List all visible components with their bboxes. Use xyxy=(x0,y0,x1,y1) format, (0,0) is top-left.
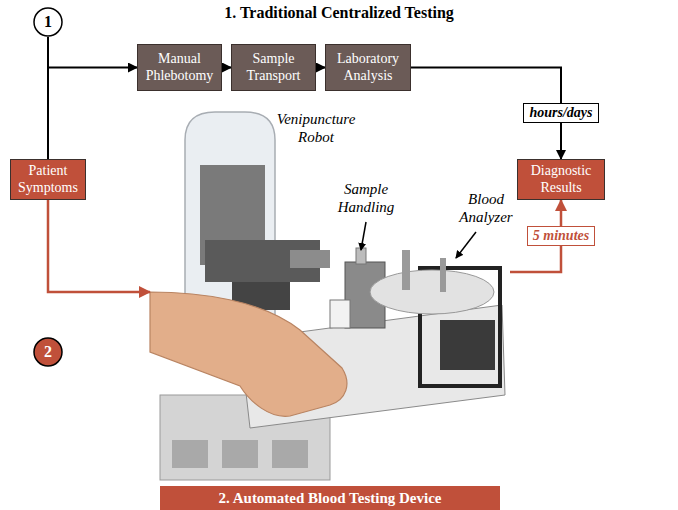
flow-arrow xyxy=(48,68,137,160)
flow-line xyxy=(47,37,49,68)
flow-arrow xyxy=(316,67,325,69)
node-text: 1 xyxy=(44,13,52,31)
node-text: Manual Phlebotomy xyxy=(138,51,221,83)
result-box: Diagnostic Results xyxy=(517,159,605,200)
callout-circle: 2 xyxy=(33,337,63,367)
part-label: Sample Handling xyxy=(330,180,402,216)
flow-arrow xyxy=(222,67,231,69)
leader-arrow xyxy=(361,222,366,250)
part-label: Venipuncture Robot xyxy=(268,110,364,146)
node-text: Patient Symptoms xyxy=(11,163,85,195)
leader-arrow xyxy=(456,232,476,258)
part-label: Blood Analyzer xyxy=(446,190,526,226)
node-text: Laboratory Analysis xyxy=(326,51,410,83)
device-band-text: 2. Automated Blood Testing Device xyxy=(160,486,500,510)
callout-circle: 1 xyxy=(33,7,63,37)
node-text: Sample Transport xyxy=(232,51,315,83)
process-box: Sample Transport xyxy=(231,44,316,91)
diagram-title: 1. Traditional Centralized Testing xyxy=(0,4,678,22)
device-panel: 2. Automated Blood Testing Device xyxy=(150,108,510,510)
process-box: Laboratory Analysis xyxy=(325,44,411,91)
edge-label: hours/days xyxy=(523,103,598,123)
edge-label: 5 minutes xyxy=(527,226,595,246)
blood-analyzer-unit xyxy=(370,250,500,386)
flow-arrow xyxy=(48,200,150,292)
start-box: Patient Symptoms xyxy=(10,159,86,200)
node-text: Diagnostic Results xyxy=(518,163,604,195)
node-text: 2 xyxy=(44,343,52,361)
process-box: Manual Phlebotomy xyxy=(137,44,222,91)
patient-arm xyxy=(150,292,347,416)
